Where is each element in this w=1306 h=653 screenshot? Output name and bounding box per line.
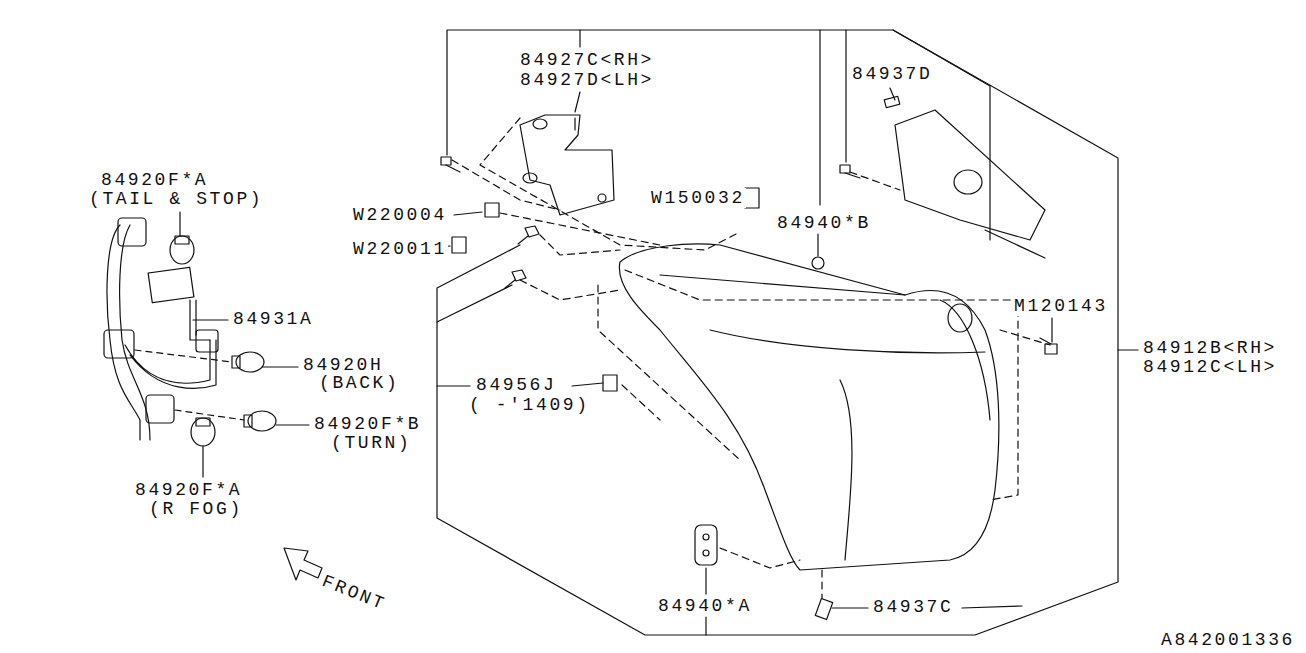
part-label: 84937D (851, 64, 933, 84)
part-label: A842001336 (1160, 630, 1296, 650)
part-label: 84920F*A (134, 480, 243, 500)
part-label: 84931A (232, 309, 314, 329)
part-label: 84920F*B (313, 414, 422, 434)
direction-label: FRONT (318, 571, 389, 615)
part-label: 84920F*A (100, 170, 209, 190)
part-label: 84920H (302, 355, 384, 375)
part-label: 84927D<LH> (519, 70, 655, 90)
part-label: (TURN) (330, 433, 412, 453)
part-label: (TAIL & STOP) (88, 189, 264, 209)
part-label: ( -'1409) (468, 395, 591, 415)
part-label: 84956J (475, 375, 557, 395)
part-label: 84940*A (657, 596, 753, 616)
part-label: M120143 (1013, 296, 1109, 316)
part-label: 84912C<LH> (1142, 357, 1278, 377)
part-label: 84937C (872, 597, 954, 617)
part-label: 84940*B (776, 213, 872, 233)
part-label: 84912B<RH> (1142, 338, 1278, 358)
part-label: (R FOG) (148, 499, 244, 519)
part-label: W220004 (352, 205, 448, 225)
part-label: (BACK) (318, 373, 400, 393)
part-label: W220011 (352, 239, 448, 259)
part-label: 84927C<RH> (519, 50, 655, 70)
part-label: W150032 (650, 188, 746, 208)
